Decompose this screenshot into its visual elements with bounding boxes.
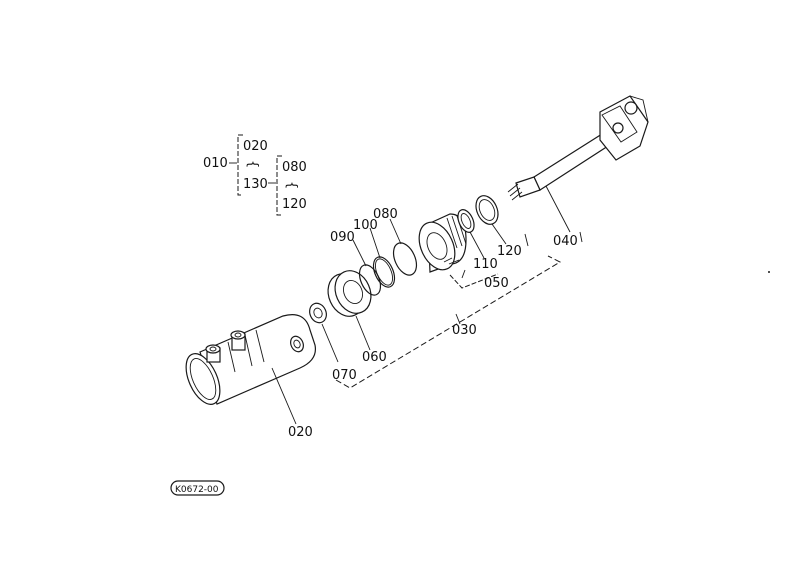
range-tilde-2: { bbox=[284, 181, 299, 189]
label-130: 130 bbox=[243, 177, 268, 192]
label-080-legend: 080 bbox=[282, 160, 307, 175]
label-100: 100 bbox=[353, 218, 378, 233]
wiper-ring-120 bbox=[475, 195, 499, 225]
label-030: 030 bbox=[452, 323, 477, 338]
label-080-oring: 080 bbox=[373, 207, 398, 222]
cylinder-barrel-part bbox=[185, 314, 317, 405]
label-010: 010 bbox=[203, 156, 228, 171]
piston-part bbox=[418, 213, 467, 273]
seal-ring-110 bbox=[457, 209, 475, 233]
label-060: 060 bbox=[362, 350, 387, 365]
label-090: 090 bbox=[330, 230, 355, 245]
nut-part bbox=[309, 302, 327, 324]
label-120-wiper: 120 bbox=[497, 244, 522, 259]
label-020-legend: 020 bbox=[243, 139, 268, 154]
label-110: 110 bbox=[473, 257, 498, 272]
drawing-number-stamp: K0672-00 bbox=[170, 480, 225, 496]
label-020-barrel: 020 bbox=[288, 425, 313, 440]
range-tilde-1: { bbox=[245, 160, 260, 168]
piston-rod-part bbox=[507, 95, 649, 201]
label-120-legend: 120 bbox=[282, 197, 307, 212]
gland-part bbox=[327, 270, 372, 317]
drawing-number: K0672-00 bbox=[175, 485, 219, 495]
label-050: 050 bbox=[484, 276, 509, 291]
label-070: 070 bbox=[332, 368, 357, 383]
backup-ring-100 bbox=[372, 256, 396, 288]
assembly-hierarchy-legend: 010 020 { 130 080 { 120 bbox=[203, 134, 307, 216]
oring-080 bbox=[392, 242, 418, 276]
label-040: 040 bbox=[553, 234, 578, 249]
